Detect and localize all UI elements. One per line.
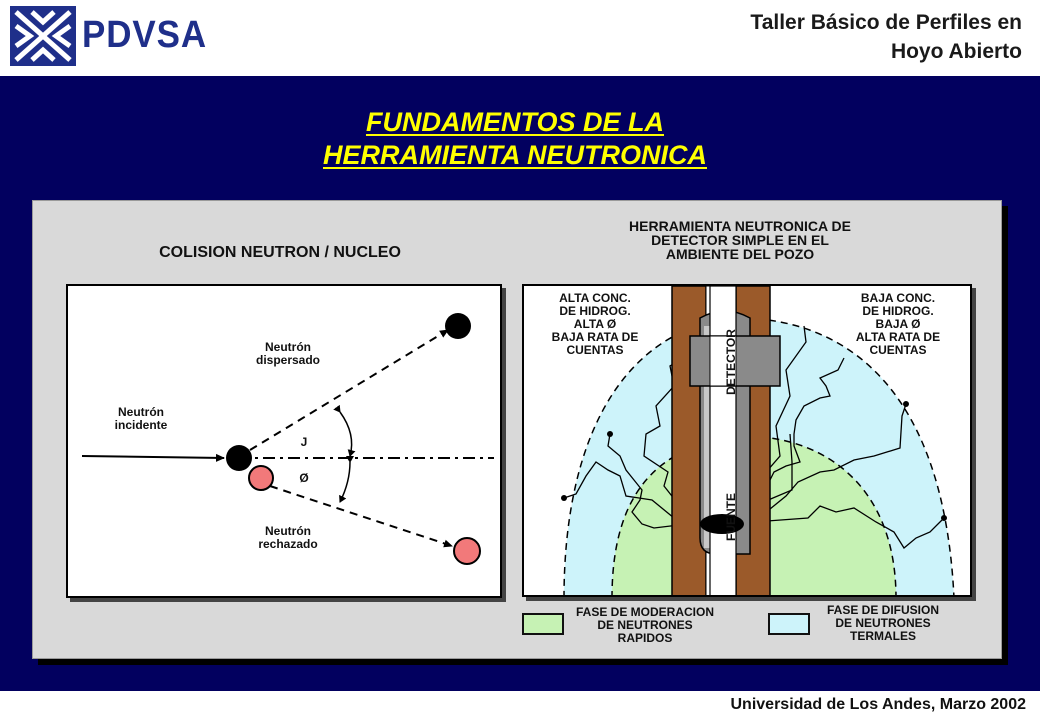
low-hydrogen-note: BAJA CONC. DE HIDROG. BAJA Ø ALTA RATA D… <box>830 292 966 357</box>
low-hydrogen-note-line4: ALTA RATA DE <box>855 330 941 344</box>
angle-label-lower: Ø <box>299 471 309 485</box>
neutron-source <box>700 514 744 534</box>
moderation-legend-swatch <box>522 613 564 635</box>
pdvsa-logo-icon <box>10 6 76 66</box>
diffusion-legend-swatch <box>768 613 810 635</box>
low-hydrogen-note-line2: DE HIDROG. <box>862 304 934 318</box>
rejected-neutron-label-line1: Neutrón <box>265 524 311 538</box>
tool-diagram <box>561 286 955 595</box>
target-nucleus <box>248 465 274 491</box>
neutron-path-right-3 <box>753 357 845 517</box>
moderation-legend-label: FASE DE MODERACION DE NEUTRONES RAPIDOS <box>560 606 730 645</box>
high-hydrogen-note-line3: ALTA Ø <box>573 317 617 331</box>
low-hydrogen-note-line1: BAJA CONC. <box>860 291 936 305</box>
moderation-legend-line1: FASE DE MODERACION <box>575 605 714 619</box>
slide-title-line1: FUNDAMENTOS DE LA <box>365 107 664 137</box>
neutron-path-left-1 <box>563 461 705 523</box>
low-hydrogen-note-line3: BAJA Ø <box>875 317 921 331</box>
rejected-neutron-particle <box>453 537 481 565</box>
tool-heading-line2: DETECTOR SIMPLE EN EL <box>651 232 829 248</box>
incident-neutron-path <box>81 453 225 462</box>
diffusion-legend-line3: TERMALES <box>850 629 916 643</box>
tool-heading: HERRAMIENTA NEUTRONICA DE DETECTOR SIMPL… <box>560 219 920 261</box>
collision-diagram <box>81 313 494 565</box>
incident-neutron-particle <box>226 445 252 471</box>
collision-heading: COLISION NEUTRON / NUCLEO <box>159 244 401 261</box>
high-hydrogen-note-line5: CUENTAS <box>566 343 624 357</box>
slide-title: FUNDAMENTOS DE LA HERRAMIENTA NEUTRONICA <box>200 106 830 172</box>
neutron-path-right-2 <box>753 505 945 549</box>
incident-neutron-label-line2: incidente <box>114 418 168 432</box>
incident-neutron-label-line1: Neutrón <box>118 405 164 419</box>
sparkle-icon <box>561 401 947 521</box>
rejected-neutron-label: Neutrón rechazado <box>238 525 338 551</box>
neutron-path-left-2 <box>607 433 705 529</box>
header-title: Taller Básico de Perfiles en Hoyo Abiert… <box>702 8 1022 66</box>
incident-neutron-label: Neutrón incidente <box>96 406 186 432</box>
source-label: FUENTE <box>724 493 738 541</box>
tool-heading-line3: AMBIENTE DEL POZO <box>665 246 815 262</box>
detector-label: DETECTOR <box>724 329 738 395</box>
brand-name: PDVSA <box>82 14 208 56</box>
neutron-path-right-5 <box>753 433 793 507</box>
detector-window <box>709 335 737 387</box>
moderation-legend-line3: RAPIDOS <box>617 631 673 645</box>
footer-credit: Universidad de Los Andes, Marzo 2002 <box>730 696 1027 713</box>
high-hydrogen-note-line2: DE HIDROG. <box>559 304 631 318</box>
high-hydrogen-note-line1: ALTA CONC. <box>559 291 631 305</box>
rejected-neutron-path <box>269 485 453 548</box>
scattered-neutron-label-line1: Neutrón <box>265 340 311 354</box>
angle-arc-lower <box>339 455 355 503</box>
scattered-neutron-label-line2: dispersado <box>255 353 321 367</box>
tool-heading-line1: HERRAMIENTA NEUTRONICA DE <box>629 218 851 234</box>
diffusion-legend-line1: FASE DE DIFUSION <box>826 603 939 617</box>
tool-diagram-box: ALTA CONC. DE HIDROG. ALTA Ø BAJA RATA D… <box>522 284 972 597</box>
header-bar: PDVSA Taller Básico de Perfiles en Hoyo … <box>0 0 1040 76</box>
rejected-neutron-label-line2: rechazado <box>258 537 318 551</box>
moderation-legend-line2: DE NEUTRONES <box>597 618 693 632</box>
slide-title-line2: HERRAMIENTA NEUTRONICA <box>323 140 707 170</box>
diffusion-legend-label: FASE DE DIFUSION DE NEUTRONES TERMALES <box>800 604 966 643</box>
scattered-neutron-label: Neutrón dispersado <box>238 341 338 367</box>
scattered-neutron-path <box>249 329 449 451</box>
low-hydrogen-note-line5: CUENTAS <box>869 343 927 357</box>
header-title-line2: Hoyo Abierto <box>890 40 1022 63</box>
high-hydrogen-note: ALTA CONC. DE HIDROG. ALTA Ø BAJA RATA D… <box>530 292 660 357</box>
scattered-neutron-particle <box>445 313 471 339</box>
header-title-line1: Taller Básico de Perfiles en <box>750 11 1022 34</box>
collision-diagram-box: Neutrón incidente Neutrón dispersado Neu… <box>66 284 502 598</box>
diffusion-legend-line2: DE NEUTRONES <box>835 616 931 630</box>
angle-label-upper: J <box>300 435 308 449</box>
high-hydrogen-note-line4: BAJA RATA DE <box>551 330 639 344</box>
neutron-path-right-4 <box>753 325 807 487</box>
angle-arc-upper <box>333 404 356 457</box>
logging-tool-highlight <box>704 326 714 548</box>
